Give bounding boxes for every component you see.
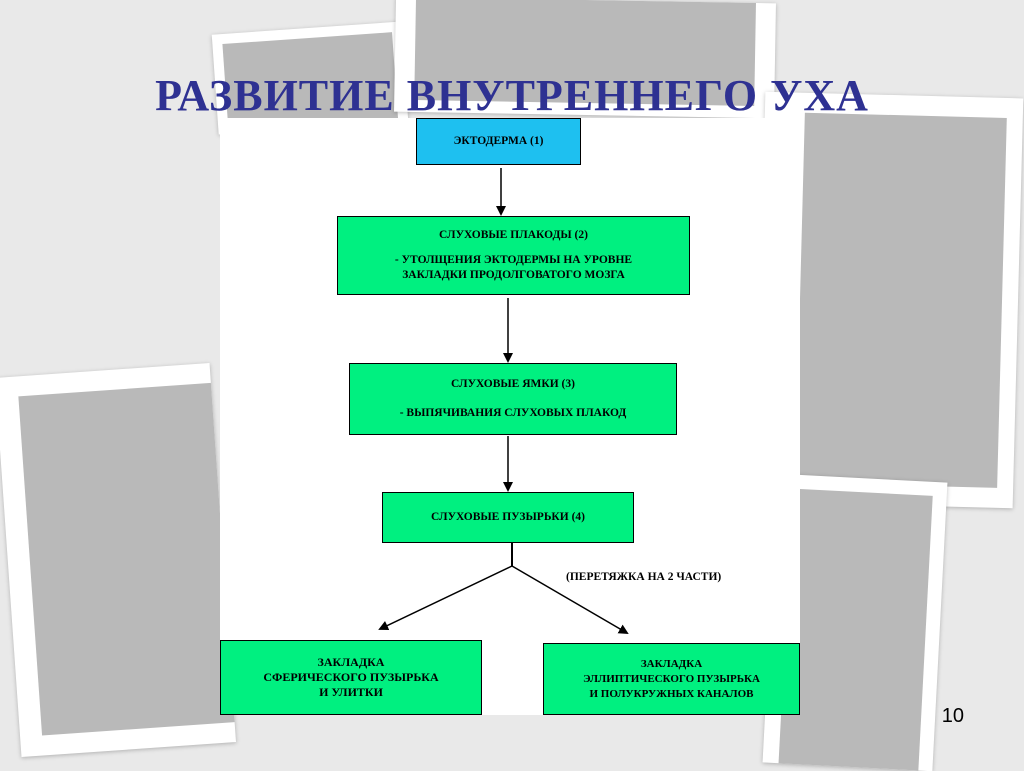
pits-label: СЛУХОВЫЕ ЯМКИ (3) [451, 378, 575, 390]
ectoderm-box: ЭКТОДЕРМА (1) [416, 118, 581, 165]
elliptical-line1: ЗАКЛАДКА [640, 657, 703, 670]
diagram-panel: ЭКТОДЕРМА (1) СЛУХОВЫЕ ПЛАКОДЫ (2) - УТО… [220, 118, 800, 715]
arrow-to-elliptical [511, 565, 629, 635]
elliptical-line2: ЭЛЛИПТИЧЕСКОГО ПУЗЫРЬКА [583, 672, 760, 685]
elliptical-box: ЗАКЛАДКА ЭЛЛИПТИЧЕСКОГО ПУЗЫРЬКА И ПОЛУК… [543, 643, 800, 715]
pits-desc: - ВЫПЯЧИВАНИЯ СЛУХОВЫХ ПЛАКОД [399, 407, 627, 419]
pits-box: СЛУХОВЫЕ ЯМКИ (3) - ВЫПЯЧИВАНИЯ СЛУХОВЫХ… [349, 363, 677, 435]
placodes-box: СЛУХОВЫЕ ПЛАКОДЫ (2) - УТОЛЩЕНИЯ ЭКТОДЕР… [337, 216, 690, 295]
spherical-line3: И УЛИТКИ [319, 685, 383, 699]
placodes-label: СЛУХОВЫЕ ПЛАКОДЫ (2) [439, 229, 588, 241]
spherical-box: ЗАКЛАДКА СФЕРИЧЕСКОГО ПУЗЫРЬКА И УЛИТКИ [220, 640, 482, 715]
spherical-line1: ЗАКЛАДКА [317, 655, 385, 669]
page-number: 10 [941, 705, 964, 727]
flow-arrows [378, 168, 629, 635]
vesicles-label: СЛУХОВЫЕ ПУЗЫРЬКИ (4) [431, 511, 585, 523]
slide-title: РАЗВИТИЕ ВНУТРЕННЕГО УХА [155, 71, 869, 120]
placodes-desc-line1: - УТОЛЩЕНИЯ ЭКТОДЕРМЫ НА УРОВНЕ [394, 254, 633, 266]
background-photo-left [0, 362, 236, 758]
arrow-to-spherical [378, 565, 513, 631]
ectoderm-label: ЭКТОДЕРМА (1) [453, 135, 544, 147]
placodes-desc-line2: ЗАКЛАДКИ ПРОДОЛГОВАТОГО МОЗГА [402, 269, 625, 281]
vesicles-box: СЛУХОВЫЕ ПУЗЫРЬКИ (4) [382, 492, 634, 543]
spherical-line2: СФЕРИЧЕСКОГО ПУЗЫРЬКА [263, 670, 439, 684]
split-note: (ПЕРЕТЯЖКА НА 2 ЧАСТИ) [566, 571, 722, 583]
elliptical-line3: И ПОЛУКРУЖНЫХ КАНАЛОВ [589, 687, 754, 700]
